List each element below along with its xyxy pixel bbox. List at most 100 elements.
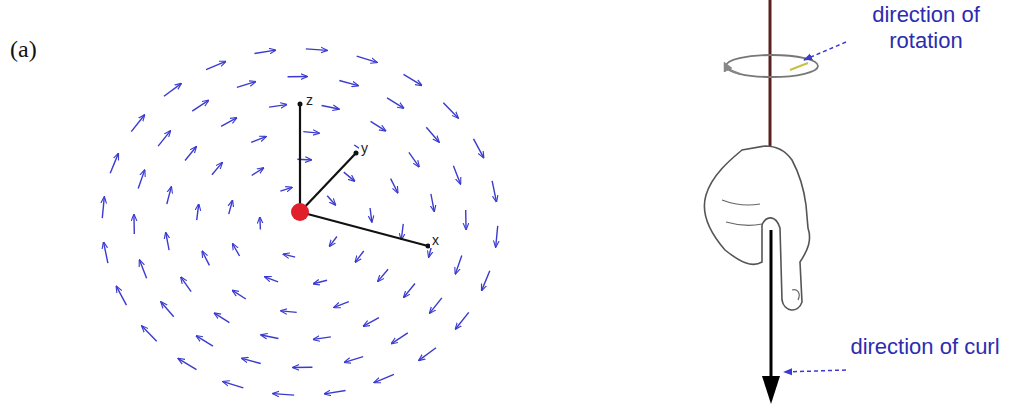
field-arrow: [293, 367, 312, 369]
axis-end: [298, 102, 303, 107]
field-arrow: [138, 170, 144, 188]
field-arrow: [419, 348, 436, 361]
field-arrow: [404, 74, 422, 85]
field-arrow: [273, 394, 294, 396]
field-arrow: [401, 224, 403, 240]
field-arrow: [378, 269, 388, 281]
curl-arrow: [770, 230, 773, 378]
leader-line: [804, 42, 846, 60]
field-arrow: [110, 154, 118, 174]
field-arrow: [303, 132, 319, 134]
field-arrow: [334, 302, 349, 308]
field-arrow: [221, 118, 237, 126]
field-arrow: [131, 115, 144, 132]
field-arrow: [374, 374, 394, 382]
field-arrow: [269, 105, 286, 108]
field-arrow: [344, 357, 363, 363]
field-arrow: [456, 312, 469, 329]
field-arrow: [404, 284, 415, 298]
field-arrow: [465, 210, 467, 229]
field-arrow: [237, 82, 256, 88]
field-arrow: [212, 163, 222, 175]
field-arrow: [283, 254, 295, 257]
field-arrow: [431, 194, 434, 211]
field-arrow: [426, 127, 439, 142]
field-arrow: [455, 255, 461, 273]
field-arrow: [166, 233, 169, 250]
field-arrow: [363, 318, 379, 326]
field-arrow: [281, 311, 297, 313]
field-arrow: [202, 251, 209, 265]
field-arrow: [158, 131, 170, 146]
axis-end: [354, 151, 359, 156]
field-arrow: [430, 298, 442, 313]
field-arrow: [344, 172, 355, 181]
annotation: direction of rotation: [846, 2, 1006, 54]
field-arrow: [329, 237, 336, 247]
axis-label: z: [304, 92, 315, 108]
field-arrow: [178, 359, 196, 370]
axis-label: x: [430, 232, 441, 248]
origin-dot: [291, 203, 309, 221]
field-arrow: [185, 147, 196, 161]
field-arrow: [327, 196, 335, 205]
field-arrow: [280, 187, 292, 191]
field-arrow: [474, 139, 484, 158]
field-arrow: [325, 391, 346, 394]
annotation: direction of curl: [850, 334, 1000, 360]
field-arrow: [387, 98, 404, 108]
field-arrow: [339, 81, 358, 86]
leader-line: [784, 370, 846, 372]
field-arrow: [313, 280, 327, 284]
field-arrow: [197, 204, 199, 220]
field-arrow: [355, 251, 363, 262]
field-arrow: [133, 215, 135, 234]
field-arrow: [322, 106, 339, 110]
field-arrow: [181, 277, 191, 291]
axis-label: y: [359, 140, 370, 156]
field-arrow: [251, 137, 266, 143]
panel-label: (a): [10, 36, 37, 63]
field-arrow: [161, 302, 174, 317]
vector-field: [102, 49, 497, 395]
field-arrow: [392, 333, 408, 344]
field-arrow: [196, 336, 213, 346]
field-arrow: [192, 100, 208, 111]
field-arrow: [409, 152, 419, 166]
field-arrow: [102, 197, 104, 218]
rotation-ellipse: [726, 55, 818, 77]
field-arrow: [306, 49, 327, 51]
rotation-highlight: [790, 63, 808, 70]
field-arrow: [391, 179, 398, 193]
field-arrow: [313, 337, 330, 340]
field-arrow: [214, 313, 229, 322]
field-arrow: [443, 103, 458, 118]
field-arrow: [492, 181, 496, 202]
field-arrow: [453, 166, 460, 184]
field-arrow: [261, 335, 278, 339]
field-arrow: [288, 76, 307, 78]
field-arrow: [254, 50, 275, 53]
field-arrow: [142, 326, 157, 341]
hand-detail: [722, 200, 799, 300]
field-arrow: [140, 260, 147, 278]
field-arrow: [371, 121, 386, 130]
axes: [300, 104, 428, 246]
field-arrow: [252, 168, 264, 176]
field-arrow: [233, 244, 240, 256]
rotation-axis: [769, 0, 772, 150]
field-arrow: [357, 56, 377, 62]
field-arrow: [206, 61, 226, 69]
rotation-arrow: [726, 66, 740, 74]
field-arrow: [164, 84, 181, 97]
field-arrow: [496, 226, 498, 247]
field-arrow: [259, 217, 261, 229]
field-arrow: [370, 208, 372, 222]
field-arrow: [232, 290, 245, 299]
field-arrow: [482, 271, 490, 291]
hand: [704, 146, 809, 310]
field-arrow: [167, 187, 172, 204]
field-arrow: [116, 286, 126, 305]
field-arrow: [104, 242, 108, 263]
curl-arrowhead: [762, 376, 780, 404]
